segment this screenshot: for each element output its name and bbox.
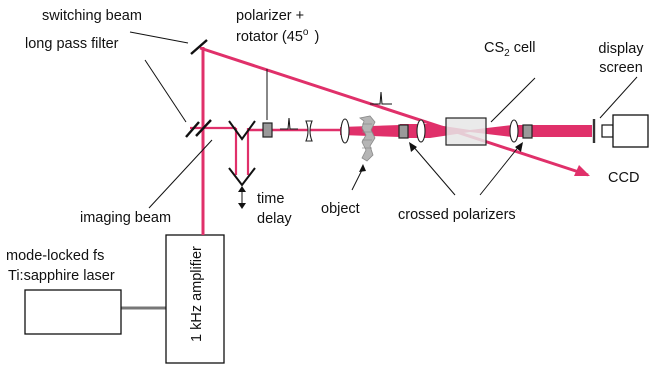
pointer-long-pass: [144, 59, 187, 123]
convex-lens-2: [416, 119, 426, 143]
pulse-marker-switching: [370, 91, 392, 105]
label-display-line1: display: [598, 41, 644, 57]
crossed-polarizer-2: [522, 124, 533, 139]
pulse-marker-imaging: [280, 117, 298, 130]
cs2-cell: [445, 117, 487, 146]
label-laser-line1: mode-locked fs: [6, 248, 104, 264]
label-amplifier: 1 kHz amplifier: [189, 246, 205, 342]
delay-mirror-bottom: [228, 167, 256, 187]
pointer-crossed-2: [479, 144, 521, 196]
delay-arrow-down: [238, 203, 246, 209]
pointer-crossed-1-head: [409, 142, 417, 152]
delay-arrow-up: [238, 186, 246, 192]
crossed-polarizer-1: [398, 124, 409, 139]
pointer-display: [599, 76, 638, 119]
pointer-cs2: [490, 77, 536, 123]
pointer-crossed-1: [411, 144, 456, 196]
beam-splitter: [195, 119, 212, 137]
object-sample: [359, 115, 376, 162]
amplifier-box: [165, 234, 225, 364]
switching-mirror: [190, 39, 208, 55]
label-polarizer-line1: polarizer +: [236, 8, 304, 24]
convex-lens-3: [509, 119, 519, 143]
pointer-switching: [129, 31, 189, 44]
label-delay: delay: [257, 211, 292, 227]
pointer-crossed-2-head: [515, 142, 523, 152]
convex-lens-1: [340, 118, 350, 144]
laser-box: [24, 289, 122, 335]
label-imaging-beam: imaging beam: [80, 210, 171, 226]
label-display-line2: screen: [599, 60, 643, 76]
label-laser-line2: Ti:sapphire laser: [8, 268, 115, 284]
label-long-pass-filter: long pass filter: [25, 36, 119, 52]
label-switching-beam: switching beam: [42, 8, 142, 24]
label-time: time: [257, 191, 284, 207]
pointer-object-head: [359, 164, 366, 172]
label-polarizer-line2: rotator (45o): [236, 27, 319, 45]
polarizer-rotator: [262, 122, 273, 138]
pointer-imaging: [148, 139, 213, 209]
switching-beam-path: [199, 46, 589, 177]
beam-focus-out: [470, 125, 512, 137]
ccd-camera: [601, 114, 649, 148]
concave-lens: [305, 120, 313, 142]
label-cs2-cell: CS2 cell: [484, 40, 536, 59]
label-ccd: CCD: [608, 170, 639, 186]
long-pass-filter-element: [185, 121, 200, 138]
delay-mirror-top: [228, 120, 256, 141]
switching-beam-arrowhead: [574, 165, 590, 176]
label-object: object: [321, 201, 360, 217]
label-crossed-polarizers: crossed polarizers: [398, 207, 516, 223]
